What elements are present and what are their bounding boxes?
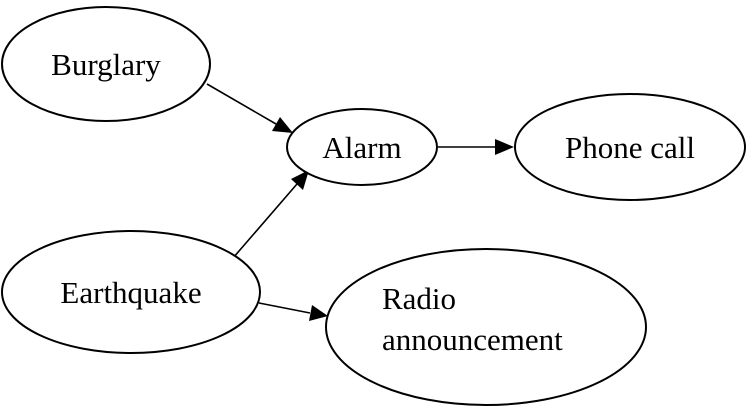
edges — [206, 83, 514, 321]
node-radio-announcement: Radio announcement — [325, 248, 647, 406]
node-alarm-ellipse — [286, 108, 438, 186]
edge-alarm-to-phone-call — [438, 139, 514, 155]
node-radio-announcement-label-line1: Radio — [382, 281, 456, 316]
node-burglary-label: Burglary — [51, 47, 161, 82]
arrowhead — [272, 117, 293, 133]
node-alarm-label: Alarm — [322, 130, 401, 165]
node-earthquake-ellipse — [1, 230, 261, 354]
node-burglary: Burglary — [1, 6, 211, 122]
edge-burglary-to-alarm — [206, 83, 293, 133]
edge-earthquake-to-alarm — [232, 170, 309, 259]
node-phone-call-ellipse — [514, 93, 746, 201]
node-phone-call-label: Phone call — [565, 130, 695, 165]
arrowhead — [495, 139, 514, 155]
node-earthquake-label: Earthquake — [60, 275, 201, 310]
arrowhead — [291, 170, 309, 190]
edge-earthquake-to-radio-announcement — [258, 302, 328, 321]
node-alarm: Alarm — [286, 108, 438, 186]
node-radio-announcement-label-line2: announcement — [382, 322, 563, 357]
node-earthquake: Earthquake — [1, 230, 261, 354]
node-radio-announcement-ellipse — [325, 248, 647, 406]
node-phone-call: Phone call — [514, 93, 746, 201]
node-burglary-ellipse — [1, 6, 211, 122]
arrowhead — [309, 305, 328, 321]
